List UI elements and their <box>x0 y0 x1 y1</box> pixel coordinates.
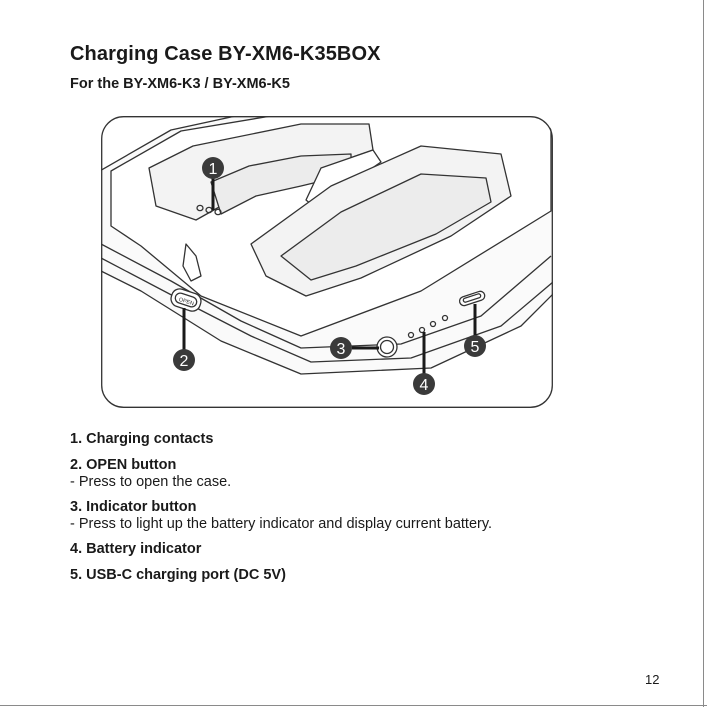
page-edge-bottom <box>0 705 707 706</box>
feature-list: 1. Charging contacts 2. OPEN button - Pr… <box>70 431 670 593</box>
svg-text:5: 5 <box>471 339 480 356</box>
page-edge-right <box>703 0 704 707</box>
item-description: - Press to light up the battery indicato… <box>70 516 670 532</box>
item-title: 4. Battery indicator <box>70 541 670 558</box>
charging-case-illustration: OPEN 1 <box>101 116 553 408</box>
list-item: 4. Battery indicator <box>70 541 670 558</box>
item-description: - Press to open the case. <box>70 474 670 490</box>
item-title: 5. USB-C charging port (DC 5V) <box>70 567 670 584</box>
list-item: 5. USB-C charging port (DC 5V) <box>70 567 670 584</box>
svg-text:1: 1 <box>209 161 218 178</box>
item-title: 1. Charging contacts <box>70 431 670 448</box>
page-title: Charging Case BY-XM6-K35BOX <box>70 43 381 66</box>
item-title: 2. OPEN button <box>70 457 670 474</box>
page-subtitle: For the BY-XM6-K3 / BY-XM6-K5 <box>70 76 290 92</box>
list-item: 1. Charging contacts <box>70 431 670 448</box>
svg-text:4: 4 <box>420 377 429 394</box>
list-item: 3. Indicator button - Press to light up … <box>70 499 670 532</box>
page-number: 12 <box>645 672 659 687</box>
list-item: 2. OPEN button - Press to open the case. <box>70 457 670 490</box>
svg-text:2: 2 <box>180 353 189 370</box>
item-title: 3. Indicator button <box>70 499 670 516</box>
svg-text:3: 3 <box>337 341 346 358</box>
